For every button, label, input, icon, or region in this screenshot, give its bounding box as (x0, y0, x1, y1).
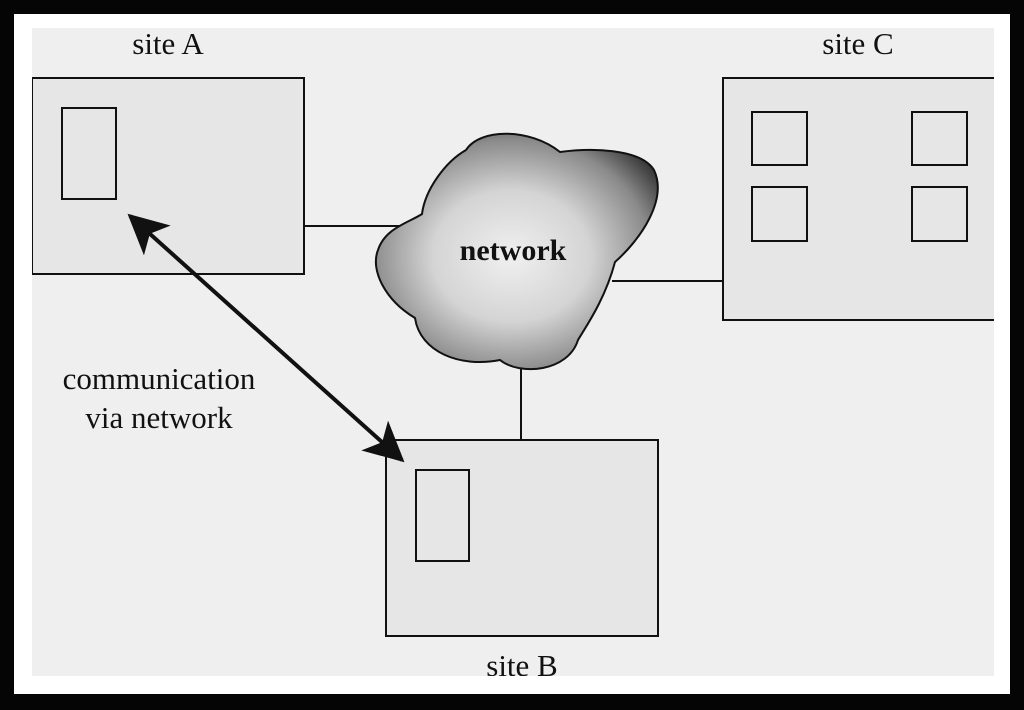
site-c-label: site C (822, 26, 893, 61)
site-c-process-2 (911, 111, 968, 166)
site-c-process-3 (751, 186, 808, 242)
site-b-label: site B (486, 648, 557, 683)
site-c-process-4 (911, 186, 968, 242)
communication-label-line2: via network (85, 400, 233, 435)
communication-label-line1: communication (63, 361, 256, 396)
communication-arrow (127, 213, 405, 463)
site-c-process-1 (751, 111, 808, 166)
site-a-process (61, 107, 117, 200)
network-label: network (460, 234, 567, 267)
site-b-process (415, 469, 470, 562)
site-a-label: site A (132, 26, 204, 61)
